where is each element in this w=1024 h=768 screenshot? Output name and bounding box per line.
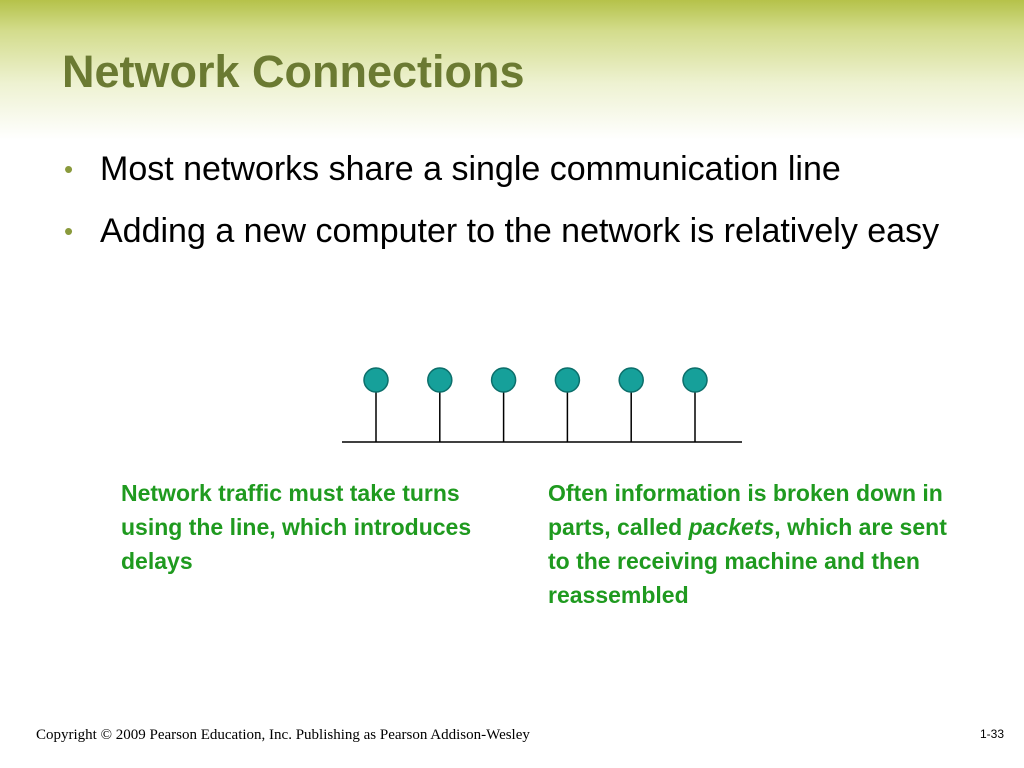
slide-title: Network Connections xyxy=(62,46,525,97)
computer-node xyxy=(490,367,517,393)
caption-delays: Network traffic must take turns using th… xyxy=(121,480,472,574)
computer-node xyxy=(682,367,708,393)
bullet-text: Most networks share a single communicati… xyxy=(100,150,841,188)
copyright-footer: Copyright © 2009 Pearson Education, Inc.… xyxy=(36,727,530,743)
bullet-list: • Most networks share a single communica… xyxy=(64,148,994,272)
computer-node xyxy=(554,367,581,393)
computer-node xyxy=(618,367,644,393)
bullet-dot-icon: • xyxy=(64,216,74,246)
page-number: 1-33 xyxy=(980,727,1005,741)
header-gradient-band xyxy=(0,0,1024,140)
caption-packets-emphasis: packets xyxy=(688,514,775,540)
bullet-item: • Most networks share a single communica… xyxy=(64,148,994,190)
bullet-item: • Adding a new computer to the network i… xyxy=(64,210,994,252)
bullet-dot-icon: • xyxy=(64,154,74,184)
caption-packets: Often information is broken down in part… xyxy=(548,476,968,612)
computer-node xyxy=(427,367,453,393)
bullet-text: Adding a new computer to the network is … xyxy=(100,212,940,250)
computer-node xyxy=(363,367,389,393)
caption-packets-text-1: Often information is broken down in part… xyxy=(548,480,943,540)
network-nodes xyxy=(363,367,708,442)
caption-packets-text-2: , which are sent to the receiving machin… xyxy=(548,514,947,608)
